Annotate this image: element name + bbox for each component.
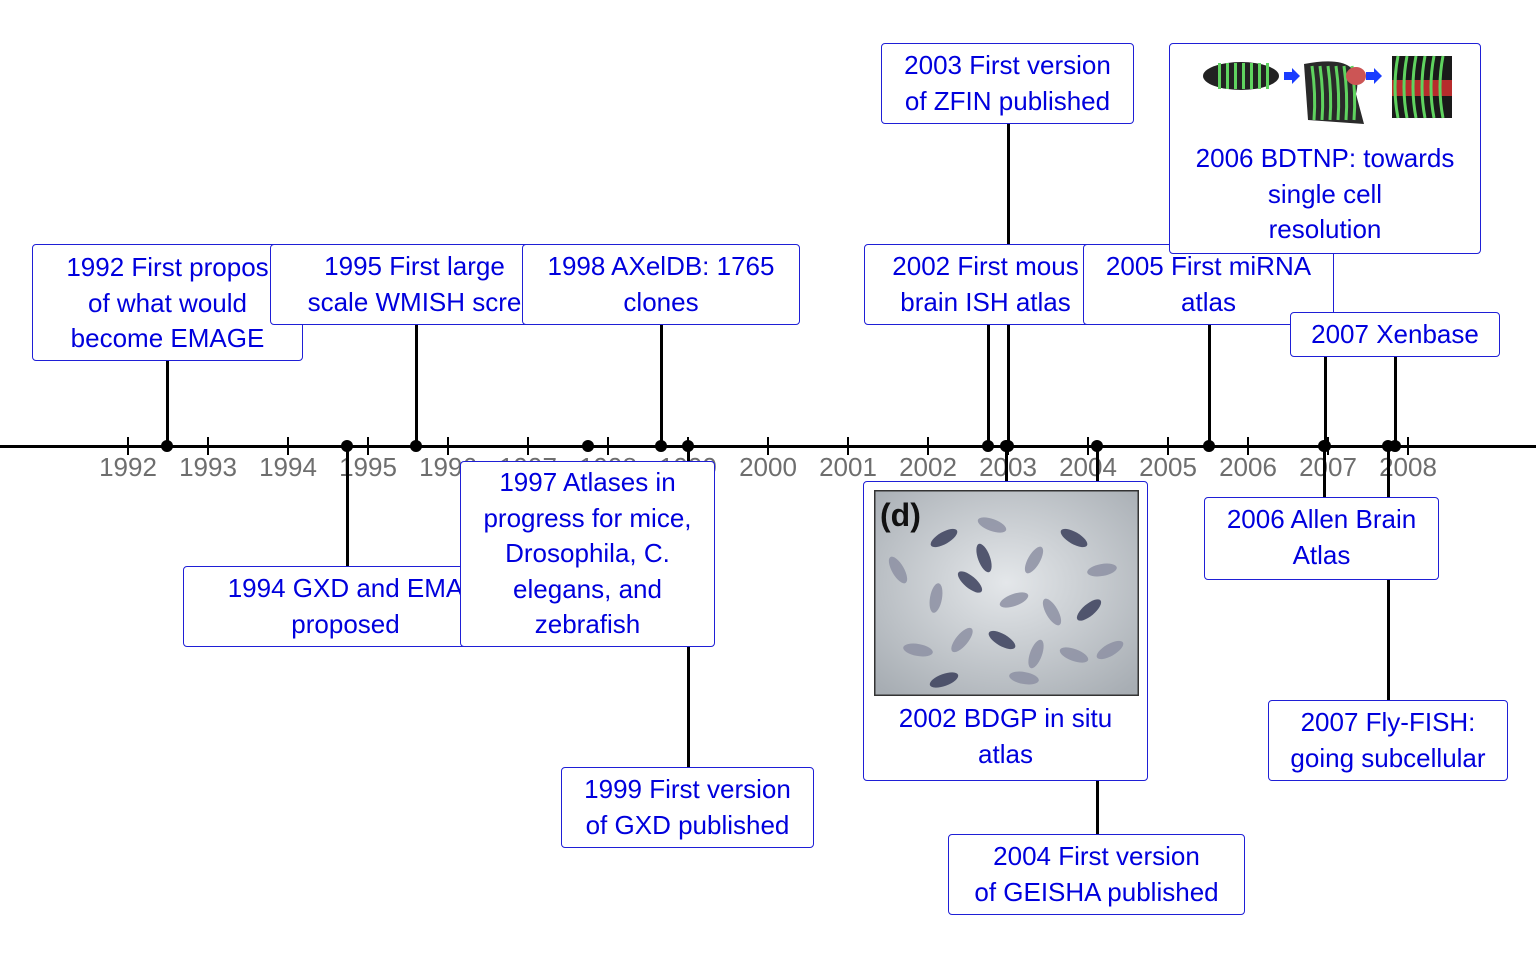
year-label: 2006 [1219, 452, 1277, 482]
event-marker [655, 440, 667, 452]
year-tick [1087, 437, 1089, 455]
event-label-box: 1998 AXelDB: 1765 clones [522, 244, 800, 325]
event-label-text: 2004 First version of GEISHA published [974, 841, 1219, 907]
year-label: 2000 [739, 452, 797, 482]
year-label: 2001 [819, 452, 877, 482]
event-marker [1002, 440, 1014, 452]
year-label: 1994 [259, 452, 317, 482]
event-label-text: 1992 First propos of what would become E… [66, 252, 269, 353]
event-label-box: 2003 First version of ZFIN published [881, 43, 1134, 124]
year-tick [847, 437, 849, 455]
event-label-text: 1999 First version of GXD published [584, 774, 791, 840]
year-label: 2008 [1379, 452, 1437, 482]
year-tick [127, 437, 129, 455]
event-connector [346, 446, 349, 566]
event-marker [982, 440, 994, 452]
event-label-box: 1999 First version of GXD published [561, 767, 814, 848]
event-label-text: 2007 Fly-FISH: going subcellular [1290, 707, 1486, 773]
year-tick [287, 437, 289, 455]
event-label-box: 2004 First version of GEISHA published [948, 834, 1245, 915]
year-label: 2002 [899, 452, 957, 482]
event-label-box: 1997 Atlases in progress for mice, Droso… [460, 461, 715, 647]
event-label-text: 2002 BDGP in situ atlas [898, 703, 1113, 769]
event-marker [1382, 440, 1394, 452]
event-label-text: 2006 BDTNP: towards single cell resoluti… [1195, 143, 1455, 244]
event-label-text: 1994 GXD and EMA proposed [227, 573, 464, 639]
event-marker [410, 440, 422, 452]
event-label-box: 1994 GXD and EMA proposed [183, 566, 508, 647]
event-connector [987, 325, 990, 446]
year-tick [1247, 437, 1249, 455]
event-label-box: 1995 First large scale WMISH scre [270, 244, 559, 325]
panel-label: (d) [880, 497, 921, 533]
year-label: 2005 [1139, 452, 1197, 482]
event-marker [582, 440, 594, 452]
year-label: 2003 [979, 452, 1037, 482]
event-connector [166, 361, 169, 446]
event-label-box: (d) 2002 BDGP in situ atlas [863, 481, 1148, 781]
event-connector [1208, 325, 1211, 446]
event-marker [1318, 440, 1330, 452]
event-connector [415, 325, 418, 446]
event-label-text: 2005 First miRNA atlas [1105, 251, 1312, 317]
event-label-text: 2006 Allen Brain Atlas [1226, 504, 1417, 570]
event-connector [1323, 446, 1326, 497]
event-marker [1091, 440, 1103, 452]
event-label-text: 2002 First mous brain ISH atlas [892, 251, 1079, 317]
year-tick [767, 437, 769, 455]
year-label: 2004 [1059, 452, 1117, 482]
year-tick [367, 437, 369, 455]
event-marker [341, 440, 353, 452]
event-connector [660, 325, 663, 446]
embryo-micrograph-image: (d) [874, 490, 1139, 696]
year-tick [527, 437, 529, 455]
event-label-text: 1997 Atlases in progress for mice, Droso… [483, 467, 692, 639]
event-label-box: 2002 First mous brain ISH atlas [864, 244, 1107, 325]
event-label-box: 2006 Allen Brain Atlas [1204, 497, 1439, 580]
event-label-text: 1995 First large scale WMISH scre [307, 251, 522, 317]
event-label-text: 2003 First version of ZFIN published [904, 50, 1111, 116]
event-label-box: 2007 Xenbase [1290, 312, 1500, 357]
event-label-box: 2007 Fly-FISH: going subcellular [1268, 700, 1508, 781]
event-marker [682, 440, 694, 452]
event-label-text: 1998 AXelDB: 1765 clones [547, 251, 775, 317]
year-tick [927, 437, 929, 455]
event-label-box: 1992 First propos of what would become E… [32, 244, 303, 361]
year-label: 2007 [1299, 452, 1357, 482]
event-connector [1005, 446, 1008, 481]
year-tick [447, 437, 449, 455]
year-tick [1407, 437, 1409, 455]
year-label: 1995 [339, 452, 397, 482]
year-tick [607, 437, 609, 455]
year-label: 1993 [179, 452, 237, 482]
embryo-model-image [1203, 55, 1452, 124]
year-label: 1992 [99, 452, 157, 482]
event-marker [161, 440, 173, 452]
event-connector [1394, 357, 1397, 446]
event-label-box: 2006 BDTNP: towards single cell resoluti… [1169, 43, 1481, 254]
event-marker [1203, 440, 1215, 452]
event-label-text: 2007 Xenbase [1311, 319, 1479, 349]
year-tick [1167, 437, 1169, 455]
year-tick [207, 437, 209, 455]
